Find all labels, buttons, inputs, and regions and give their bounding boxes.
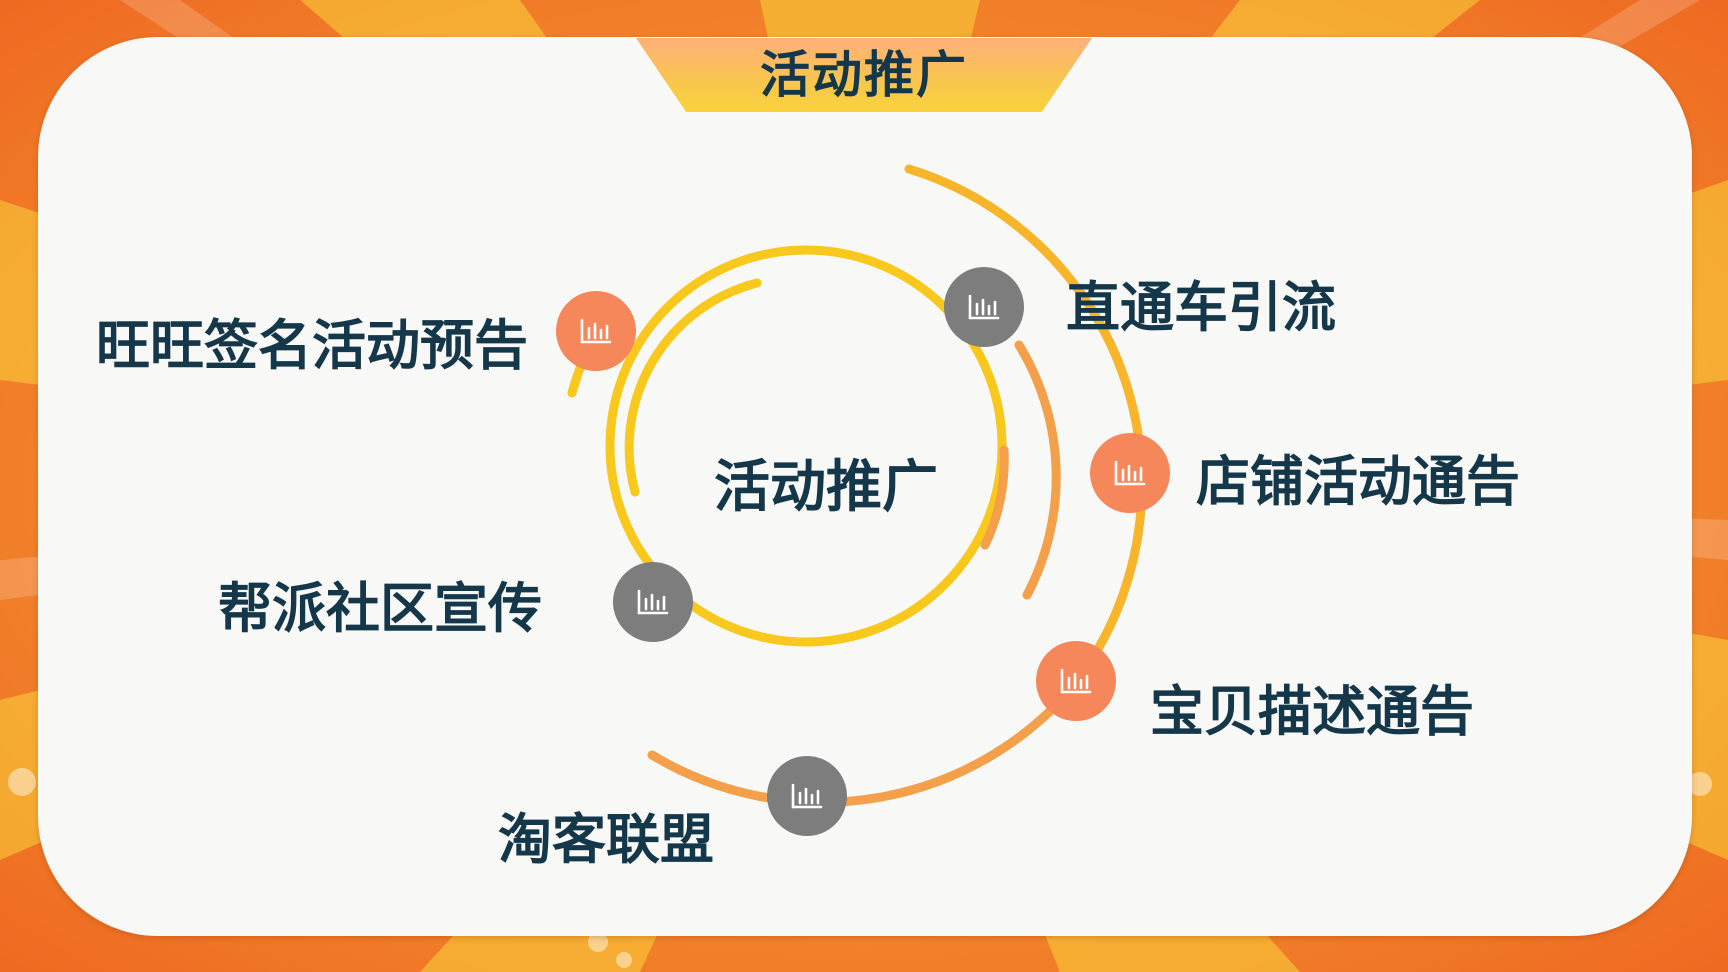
node-2 — [944, 267, 1024, 347]
node-1 — [556, 291, 636, 371]
bar-chart-icon — [1060, 668, 1092, 694]
inner-arc-left — [624, 278, 762, 497]
inner-arc-right — [980, 445, 1009, 550]
content-card — [38, 37, 1692, 936]
bar-chart-icon — [968, 294, 1000, 320]
node-6 — [767, 756, 847, 836]
node-4 — [613, 562, 693, 642]
center-label: 活动推广 — [714, 455, 938, 520]
item-label-5: 宝贝描述通告 — [1150, 680, 1474, 743]
slide-title: 活动推广 — [760, 46, 968, 104]
node-3 — [1090, 433, 1170, 513]
outer-arc-right — [904, 164, 1147, 695]
bar-chart-icon — [637, 589, 669, 615]
item-label-6: 淘客联盟 — [498, 808, 714, 871]
item-label-3: 店铺活动通告 — [1196, 450, 1520, 513]
bar-chart-icon — [1114, 460, 1146, 486]
middle-arc-right — [1014, 340, 1061, 600]
outer-arc-bottom — [647, 683, 1077, 807]
title-banner — [636, 38, 1092, 112]
node-5 — [1036, 641, 1116, 721]
bar-chart-icon — [791, 783, 823, 809]
bar-chart-icon — [580, 318, 612, 344]
item-label-2: 直通车引流 — [1066, 276, 1336, 339]
item-label-1: 旺旺签名活动预告 — [96, 314, 528, 377]
item-label-4: 帮派社区宣传 — [218, 577, 542, 640]
